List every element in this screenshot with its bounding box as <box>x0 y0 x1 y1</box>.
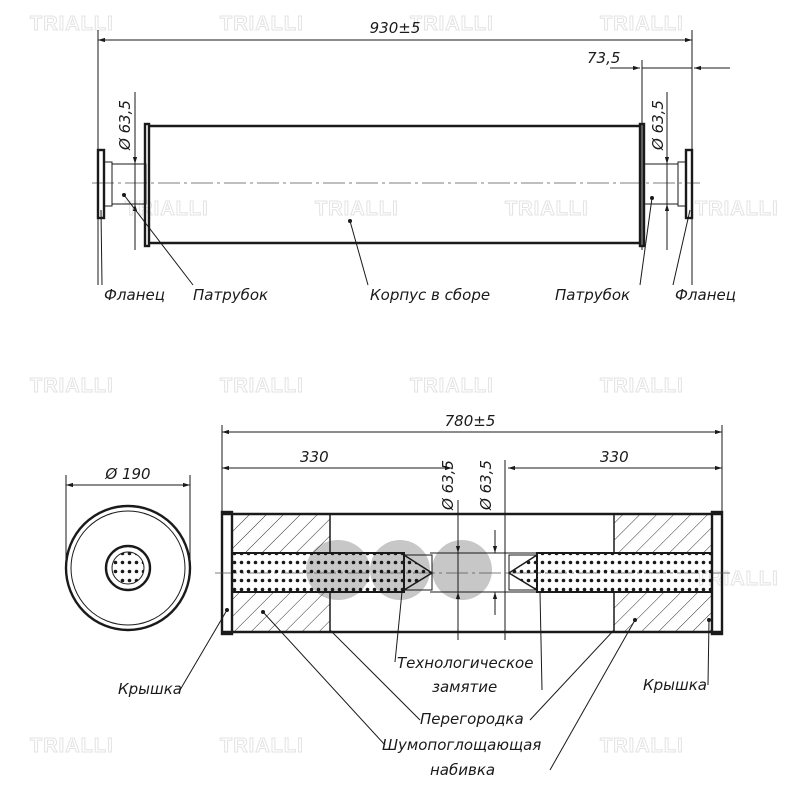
packing-block <box>231 591 331 633</box>
label-pipe-right: Патрубок <box>555 286 630 304</box>
label-packing-line2: набивка <box>430 761 495 779</box>
svg-text:TRIALLI: TRIALLI <box>410 375 494 397</box>
svg-text:TRIALLI: TRIALLI <box>410 13 494 35</box>
top-view: 930±5 73,5 Ø 63,5 Ø 63,5 Флан <box>92 19 736 304</box>
watermark-logos: TRIALLI TRIALLI TRIALLI TRIALLI TRIALLI … <box>30 13 779 758</box>
svg-text:TRIALLI: TRIALLI <box>695 198 779 220</box>
label-flange-right: Фланец <box>675 286 736 304</box>
flange-left <box>96 148 106 220</box>
section-view: 780±5 330 330 Ø 63,5 Ø 63,5 <box>118 412 730 779</box>
svg-text:TRIALLI: TRIALLI <box>505 198 589 220</box>
label-body: Корпус в сборе <box>370 286 490 304</box>
packing-block <box>613 513 713 554</box>
label-pipe-left: Патрубок <box>193 286 268 304</box>
perforated-pipe-right <box>536 552 713 593</box>
label-crimp-line1: Технологическое <box>397 654 533 672</box>
svg-text:TRIALLI: TRIALLI <box>600 375 684 397</box>
label-flange-left: Фланец <box>104 286 165 304</box>
end-view: Ø 190 <box>64 465 192 632</box>
dim-left-length: 330 <box>300 448 329 466</box>
dim-right-length: 330 <box>600 448 629 466</box>
pipe-right <box>643 163 679 205</box>
dim-offset: 73,5 <box>587 49 620 67</box>
dim-pipe-dia-left: Ø 63,5 <box>116 100 134 151</box>
dim-pipe-dia-right: Ø 63,5 <box>649 100 667 151</box>
svg-text:TRIALLI: TRIALLI <box>315 198 399 220</box>
svg-text:TRIALLI: TRIALLI <box>220 375 304 397</box>
dim-body-dia: Ø 190 <box>104 465 150 483</box>
svg-text:TRIALLI: TRIALLI <box>220 735 304 757</box>
perforated-pipe-left <box>231 552 405 593</box>
svg-text:TRIALLI: TRIALLI <box>30 735 114 757</box>
packing-block <box>231 513 331 554</box>
dim-section-pipe-dia-right: Ø 63,5 <box>477 460 495 511</box>
svg-text:TRIALLI: TRIALLI <box>220 13 304 35</box>
label-packing-line1: Шумопоглощающая <box>382 736 541 754</box>
label-cap-right: Крышка <box>643 676 707 694</box>
label-crimp-line2: замятие <box>432 678 497 696</box>
dim-overall-length: 930±5 <box>370 19 421 37</box>
svg-text:TRIALLI: TRIALLI <box>600 13 684 35</box>
label-baffle: Перегородка <box>420 710 524 728</box>
svg-text:TRIALLI: TRIALLI <box>125 198 209 220</box>
svg-text:TRIALLI: TRIALLI <box>600 735 684 757</box>
svg-text:TRIALLI: TRIALLI <box>30 375 114 397</box>
packing-block <box>613 591 713 633</box>
svg-text:TRIALLI: TRIALLI <box>30 13 114 35</box>
flange-right <box>684 148 694 220</box>
label-cap-left: Крышка <box>118 680 182 698</box>
dim-section-pipe-dia-left: Ø 63,5 <box>439 460 457 511</box>
dim-section-length: 780±5 <box>445 412 496 430</box>
